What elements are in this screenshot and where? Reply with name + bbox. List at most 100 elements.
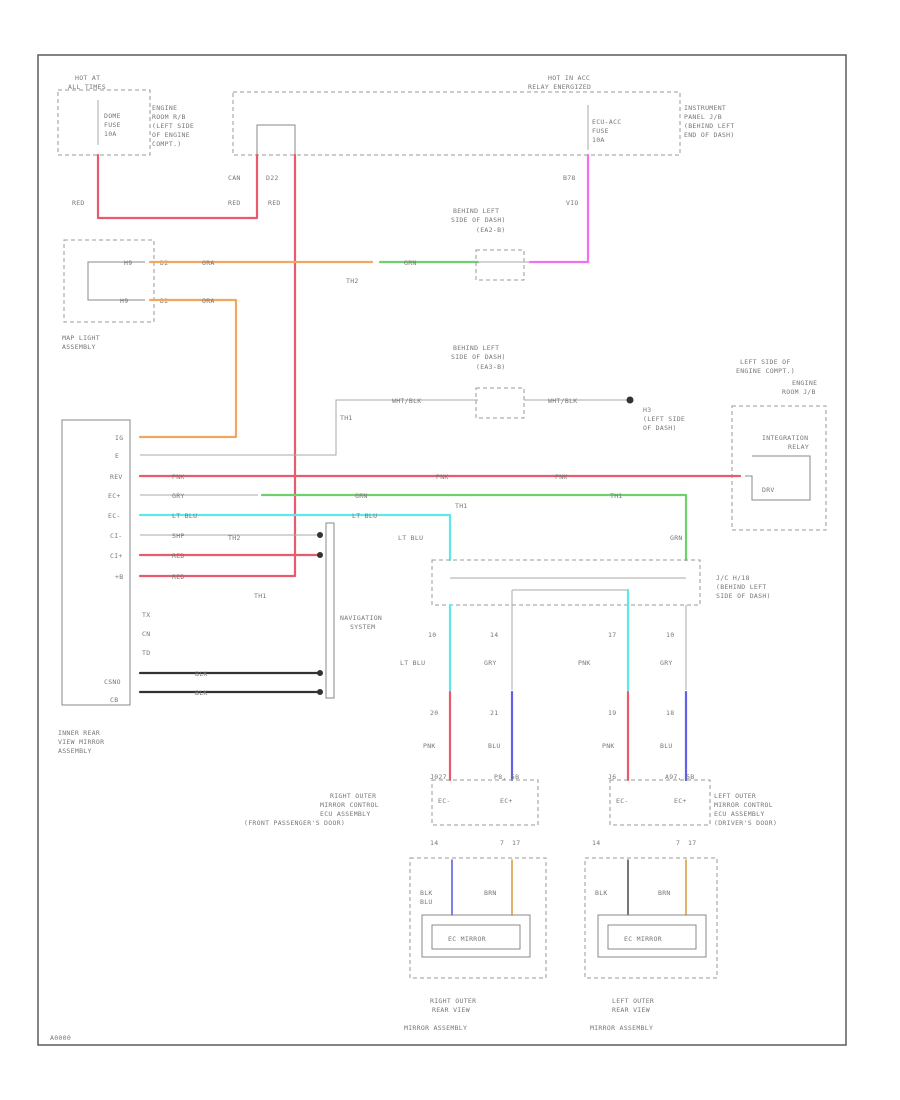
pin-label-can: CAN xyxy=(228,174,241,182)
relay-title-2: ENGINE xyxy=(792,379,817,387)
navigation-box xyxy=(325,522,335,699)
right-fuse-amp: 10A xyxy=(592,136,605,144)
im-pin-ecminus: EC- xyxy=(108,512,121,520)
right-fuse-box xyxy=(232,91,681,156)
right-ctrl-left-tag: J027 xyxy=(430,773,447,781)
map-light-box xyxy=(63,239,155,323)
left-ctrl-label-2: ECU ASSEMBLY xyxy=(714,810,765,818)
tag-th1-a: TH1 xyxy=(340,414,353,422)
right-mirror-label-0: RIGHT OUTER xyxy=(430,997,476,1005)
relay-sub: DRV xyxy=(762,486,775,494)
nav-pin-1 xyxy=(317,532,323,538)
left-ctrl-pin-a: EC- xyxy=(616,797,629,805)
im-pin-plusb: +B xyxy=(115,573,123,581)
inner-mirror-box xyxy=(61,419,131,706)
left-fuse-label: FUSE xyxy=(104,121,121,129)
wire-green-ecplus xyxy=(260,493,688,562)
wire-label-blk2: BLK xyxy=(195,689,208,697)
right-mirror-label-1: REAR VIEW xyxy=(432,1006,470,1014)
wire-num-l2: 18 xyxy=(666,709,674,717)
left-fuse-loc-1: ROOM R/B xyxy=(152,113,186,121)
left-mirror-element-label: EC MIRROR xyxy=(624,935,662,943)
conn2-label-1: SIDE OF DASH) xyxy=(451,353,506,361)
right-fuse-loc-3: END OF DASH) xyxy=(684,131,735,139)
left-ctrl-sub-1: 7 xyxy=(676,839,680,847)
right-fuse-loc-1: PANEL J/B xyxy=(684,113,722,121)
ground-label-2: OF DASH) xyxy=(643,424,677,432)
integration-relay-box xyxy=(731,405,827,531)
wire-label-ltblu5: PNK xyxy=(578,659,591,667)
jc-label-1: (BEHIND LEFT xyxy=(716,583,767,591)
right-ctrl-right-tag: P8, 5B xyxy=(494,773,519,781)
left-ctrl-label-0: LEFT OUTER xyxy=(714,792,756,800)
im-pin-tx: TX xyxy=(142,611,150,619)
left-mirror-label-0: LEFT OUTER xyxy=(612,997,654,1005)
left-mirror-label-2: MIRROR ASSEMBLY xyxy=(590,1024,653,1032)
wire-label-pnk3: PNK xyxy=(555,473,568,481)
right-mirror-element-label: EC MIRROR xyxy=(448,935,486,943)
wire-red-left xyxy=(96,153,259,220)
wire-label-red5: RED xyxy=(172,573,185,581)
conn2-label-0: BEHIND LEFT xyxy=(453,344,499,352)
wire-ltblu-ecminus xyxy=(138,513,452,562)
right-mirror-wire-blk: BLK xyxy=(420,889,433,897)
right-mirror-label-2: MIRROR ASSEMBLY xyxy=(404,1024,467,1032)
left-ctrl-left-tag: J6 xyxy=(608,773,616,781)
wire-num-r1: 20 xyxy=(430,709,438,717)
wire-label-ora2: ORA xyxy=(202,297,215,305)
wire-label-blu1: BLU xyxy=(488,742,501,750)
im-pin-cn: CN xyxy=(142,630,150,638)
conn1-label-2: (EA2-B) xyxy=(476,226,506,234)
right-fuse-loc-0: INSTRUMENT xyxy=(684,104,726,112)
nav-label-1: SYSTEM xyxy=(350,623,375,631)
wire-label-gry3: GRY xyxy=(660,659,673,667)
right-mirror-wire-blu: BLU xyxy=(420,898,433,906)
tag-th2-top: TH2 xyxy=(346,277,359,285)
wire-label-grn1: GRN xyxy=(404,259,417,267)
left-fuse-header2: ALL TIMES xyxy=(68,83,106,91)
right-mirror-outer xyxy=(421,914,531,958)
left-mirror-label-1: REAR VIEW xyxy=(612,1006,650,1014)
right-ctrl-sub-0: 14 xyxy=(430,839,438,847)
jc-label-2: SIDE OF DASH) xyxy=(716,592,771,600)
left-fuse-loc-3: OF ENGINE xyxy=(152,131,190,139)
right-ctrl-label-2: ECU ASSEMBLY xyxy=(320,810,371,818)
splice-num-3: 17 xyxy=(608,631,616,639)
map-light-label-1: ASSEMBLY xyxy=(62,343,96,351)
right-fuse-name: ECU-ACC xyxy=(592,118,622,126)
left-mirror-outer xyxy=(597,914,707,958)
wire-violet-acc xyxy=(528,153,590,264)
left-ctrl-sub-2: 17 xyxy=(688,839,696,847)
map-light-pin2: H9 xyxy=(120,297,128,305)
wire-label-ltblu2: LT BLU xyxy=(352,512,377,520)
relay-name-1: RELAY xyxy=(788,443,809,451)
map-light-label-0: MAP LIGHT xyxy=(62,334,100,342)
right-mirror-element xyxy=(431,924,521,950)
wire-label-ltblu4: LT BLU xyxy=(400,659,425,667)
ground-point xyxy=(626,396,634,404)
relay-name-0: INTEGRATION xyxy=(762,434,808,442)
wire-num-r2: 21 xyxy=(490,709,498,717)
right-fuse-loc-2: (BEHIND LEFT xyxy=(684,122,735,130)
right-fuse-label: FUSE xyxy=(592,127,609,135)
left-fuse-header: HOT AT xyxy=(75,74,100,82)
wire-label-red3: RED xyxy=(268,199,281,207)
wire-num-l1: 19 xyxy=(608,709,616,717)
relay-title-0: LEFT SIDE OF xyxy=(740,358,791,366)
nav-label-0: NAVIGATION xyxy=(340,614,382,622)
wire-label-grn2: GRN xyxy=(355,492,368,500)
wire-label-blk1: BLK xyxy=(195,670,208,678)
left-ctrl-label-3: (DRIVER'S DOOR) xyxy=(714,819,777,827)
wire-label-pnk1: PNK xyxy=(172,473,185,481)
tag-th2-b: TH2 xyxy=(228,534,241,542)
right-ctrl-label-1: MIRROR CONTROL xyxy=(320,801,379,809)
right-ctrl-label-3: (FRONT PASSENGER'S DOOR) xyxy=(244,819,345,827)
tag-th1-c: TH1 xyxy=(610,492,623,500)
left-fuse-amp: 10A xyxy=(104,130,117,138)
nav-pin-2 xyxy=(317,552,323,558)
right-ctrl-sub-2: 17 xyxy=(512,839,520,847)
wire-label-pnk2: PNK xyxy=(436,473,449,481)
im-pin-ciminus: CI- xyxy=(110,532,123,540)
splice-num-1: 10 xyxy=(428,631,436,639)
